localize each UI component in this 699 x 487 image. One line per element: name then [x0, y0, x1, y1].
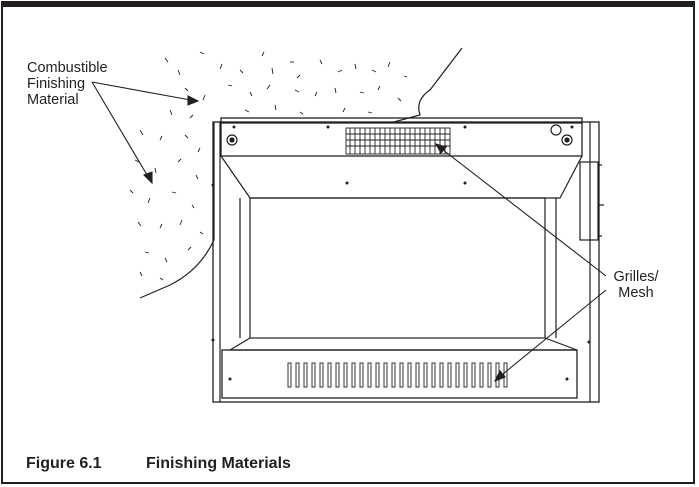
combustible-label-line-2: Finishing — [27, 76, 86, 92]
leader-combustible-top — [91, 81, 197, 102]
top-border-bar — [1, 1, 695, 7]
combustible-label-line-1: Combustible — [27, 60, 108, 76]
figure-number: Figure 6.1 — [26, 455, 102, 472]
grilles-label-line-2: Mesh — [618, 285, 654, 301]
figure-caption: Figure 6.1 Finishing Materials — [26, 455, 291, 473]
hood-panel — [220, 155, 583, 199]
leader-grille-bottom — [497, 289, 607, 379]
firebox-opening — [249, 197, 546, 339]
leader-combustible-bottom — [91, 81, 151, 181]
grilles-mesh-label: Grilles/ Mesh — [597, 269, 675, 301]
top-vent-panel — [220, 117, 583, 157]
side-bracket — [579, 161, 599, 241]
leader-grille-top — [437, 145, 607, 277]
lower-trim — [227, 337, 578, 351]
combustible-material-label: Combustible Finishing Material — [27, 60, 108, 108]
top-grille-mesh — [345, 127, 451, 155]
bottom-louver-panel — [221, 349, 578, 399]
figure-title: Finishing Materials — [146, 455, 291, 472]
combustible-wall-edge-lower — [139, 122, 215, 299]
bottom-louvers — [287, 362, 508, 388]
combustible-material-texture — [129, 51, 408, 281]
grilles-label-line-1: Grilles/ — [613, 269, 659, 285]
combustible-wall-edge — [389, 47, 463, 124]
combustible-label-line-3: Material — [27, 92, 79, 108]
insert-outer-frame — [212, 121, 600, 403]
